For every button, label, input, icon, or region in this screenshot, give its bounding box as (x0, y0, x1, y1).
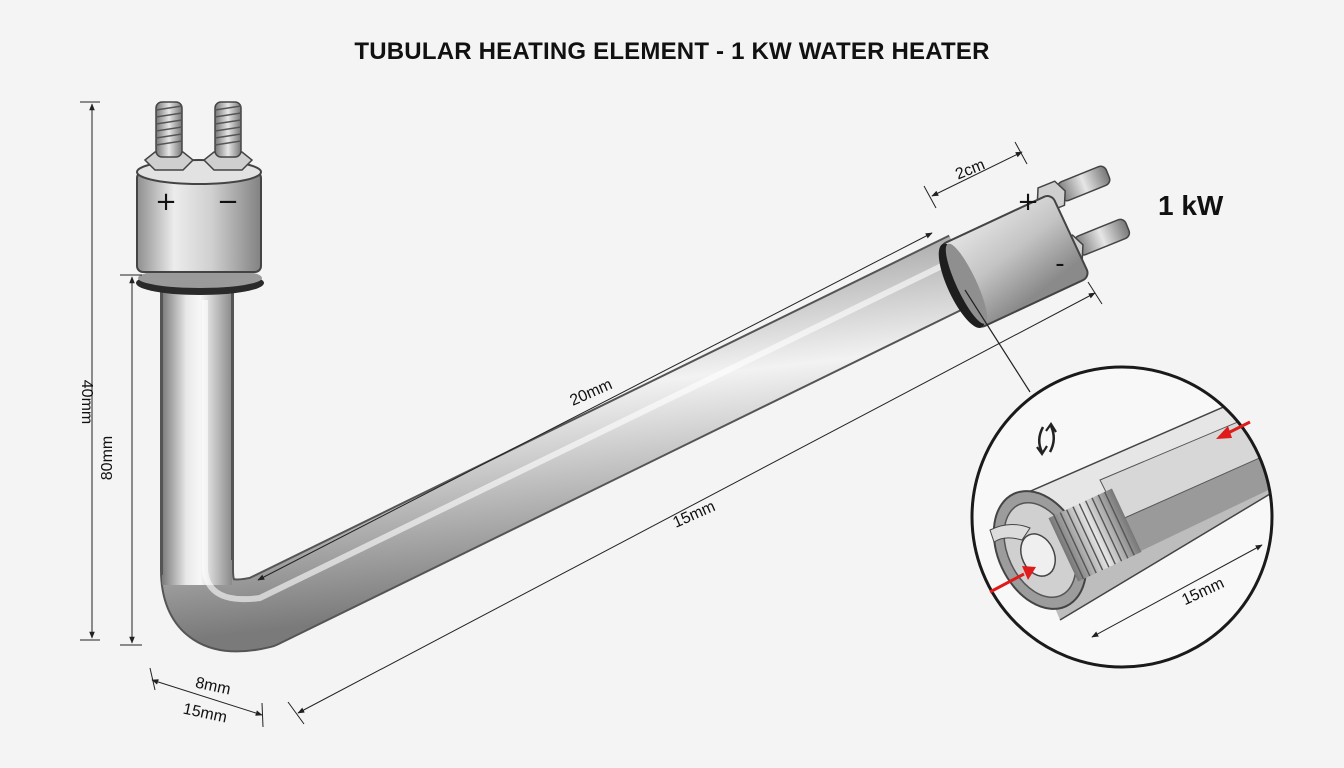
diagram-title: TUBULAR HEATING ELEMENT - 1 KW WATER HEA… (354, 38, 990, 65)
right-positive-label: + (1017, 187, 1039, 217)
red-arrow-icon (989, 566, 1036, 594)
dimension-terminal-width: 2cm (953, 156, 987, 183)
dimension-lines (80, 101, 1103, 728)
cross-section-detail: 15mm (970, 365, 1274, 669)
red-arrow-icon (1216, 420, 1251, 439)
right-negative-label: - (1055, 249, 1064, 279)
left-terminal-block: + − (136, 101, 264, 295)
rotation-arrows-icon (1036, 422, 1057, 456)
left-negative-label: − (217, 187, 239, 217)
dimension-vertical-leg: 80mm (99, 436, 116, 480)
left-negative-stud (202, 101, 254, 171)
left-positive-label: + (155, 187, 177, 217)
dimension-horizontal-bottom: 15mm (670, 498, 718, 532)
left-positive-stud (143, 101, 195, 171)
dimension-overall-height: 40mm (78, 380, 95, 424)
dimension-bend-width: 15mm (181, 701, 228, 727)
right-terminal-block: + - (938, 165, 1131, 328)
power-rating-label: 1 kW (1158, 190, 1224, 221)
heating-tube (160, 234, 982, 653)
